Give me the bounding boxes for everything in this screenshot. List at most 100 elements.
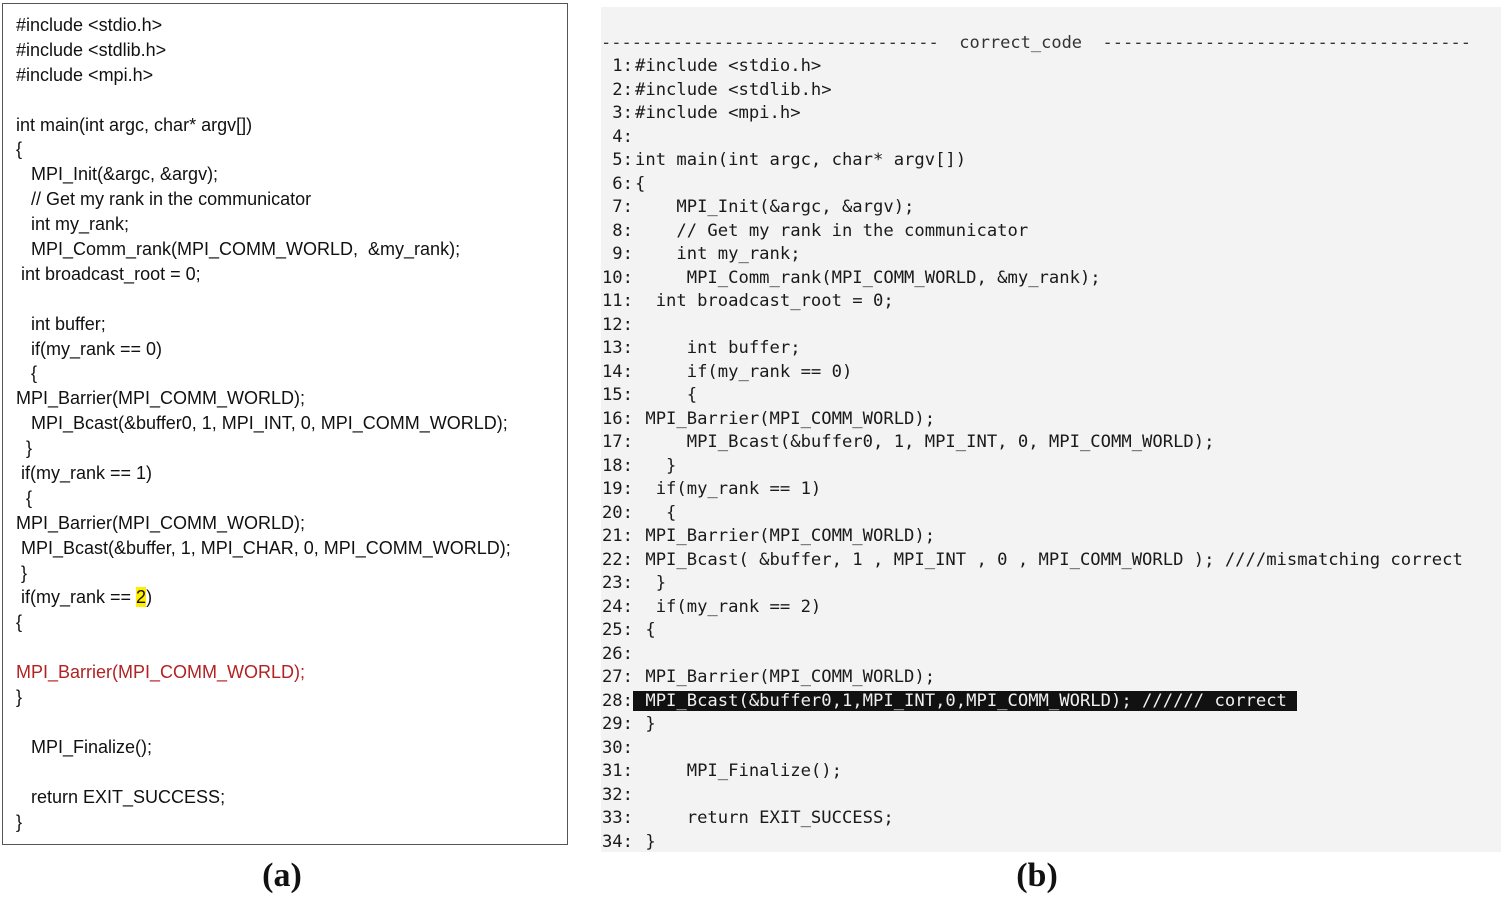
code-line-a: MPI_Barrier(MPI_COMM_WORLD); (16, 388, 306, 409)
code-line-a: int my_rank; (16, 214, 130, 235)
code-text: } (635, 455, 677, 476)
line-number: 25: (601, 620, 633, 640)
code-text: MPI_Init(&argc, &argv); (635, 197, 915, 217)
code-listing-b: 1:#include <stdio.h>2:#include <stdlib.h… (601, 55, 1463, 852)
code-line-b: 16: MPI_Barrier(MPI_COMM_WORLD); (601, 408, 1463, 432)
line-number: 24: (601, 596, 633, 617)
code-line-b: 8: // Get my rank in the communicator (601, 220, 1463, 244)
code-text: int broadcast_root = 0; (635, 291, 894, 311)
line-number: 12: (601, 314, 633, 335)
code-text: MPI_Bcast(&buffer0, 1, MPI_INT, 0, MPI_C… (635, 432, 1215, 452)
code-line-b: 24: if(my_rank == 2) (601, 596, 1463, 620)
code-line-b: 31: MPI_Finalize(); (601, 760, 1463, 784)
caption-a: (a) (262, 857, 302, 894)
line-number: 14: (601, 361, 633, 382)
panel-a-code-box: #include <stdio.h> #include <stdlib.h> #in… (2, 3, 568, 845)
code-text (633, 644, 635, 664)
line-number: 19: (601, 479, 633, 499)
line-number: 23: (601, 573, 633, 593)
code-line-a: MPI_Bcast(&buffer0, 1, MPI_INT, 0, MPI_C… (16, 413, 508, 434)
code-line-b: 3:#include <mpi.h> (601, 102, 1463, 126)
code-text: if(my_rank == 0) (635, 361, 853, 382)
code-line-b: 32: (601, 784, 1463, 808)
code-text (633, 738, 635, 758)
line-number: 17: (601, 432, 633, 452)
code-line-b: 6:{ (601, 173, 1463, 197)
code-line-a: { (16, 612, 23, 633)
code-line-a (16, 88, 511, 113)
line-number: 21: (601, 526, 633, 546)
code-text: MPI_Barrier(MPI_COMM_WORLD); (635, 667, 936, 687)
code-line-a: return EXIT_SUCCESS; (16, 786, 226, 807)
code-line-a: { (16, 487, 33, 508)
code-line-a: int broadcast_root = 0; (16, 263, 201, 284)
line-number: 2: (612, 79, 633, 100)
code-line-b: 19: if(my_rank == 1) (601, 478, 1463, 502)
code-text: } (635, 831, 656, 852)
line-number: 9: (612, 244, 633, 264)
code-line-a (16, 760, 511, 785)
code-text: // Get my rank in the communicator (635, 220, 1029, 241)
line-number: 20: (601, 502, 633, 523)
code-text: int main(int argc, char* argv[]) (635, 150, 967, 170)
code-line-a: } (16, 562, 28, 583)
code-text: { (635, 620, 656, 640)
code-line-a: { (16, 363, 38, 384)
code-line-a (16, 710, 511, 735)
code-text (633, 127, 635, 147)
code-text: { (635, 173, 646, 194)
code-text: if(my_rank == 1) (635, 479, 822, 499)
code-text: return EXIT_SUCCESS; (635, 808, 894, 828)
line-number: 18: (601, 455, 633, 476)
code-line-a: { (16, 139, 23, 160)
code-line-b: 7: MPI_Init(&argc, &argv); (601, 196, 1463, 220)
line-number: 34: (601, 831, 633, 852)
code-line-a: int buffer; (16, 313, 106, 334)
code-line-b: 25: { (601, 619, 1463, 643)
line-number: 8: (612, 220, 633, 241)
line-number: 32: (601, 784, 633, 805)
code-line-b: 1:#include <stdio.h> (601, 55, 1463, 79)
code-text: MPI_Barrier(MPI_COMM_WORLD); (635, 526, 936, 546)
line-number: 6: (612, 173, 633, 194)
line-number: 13: (601, 338, 633, 358)
code-line-a: if(my_rank == 1) (16, 463, 153, 484)
code-line-b: 12: (601, 314, 1463, 338)
code-text: #include <stdlib.h> (635, 79, 832, 100)
code-line-b: 2:#include <stdlib.h> (601, 79, 1463, 103)
line-number: 11: (601, 291, 633, 311)
code-line-b: 9: int my_rank; (601, 243, 1463, 267)
code-line-a (16, 287, 511, 312)
line-number: 16: (601, 408, 633, 429)
code-line-a: MPI_Barrier(MPI_COMM_WORLD); (16, 512, 306, 533)
line-number: 4: (612, 126, 633, 147)
code-text: { (635, 502, 677, 523)
code-line-a: #include <stdio.h> (16, 15, 163, 35)
line-number: 15: (601, 385, 633, 405)
code-line-a: } (16, 687, 23, 708)
code-line-b: 20: { (601, 502, 1463, 526)
code-text: ) (146, 587, 153, 608)
code-line-a: MPI_Comm_rank(MPI_COMM_WORLD, &my_rank); (16, 239, 461, 260)
highlighted-correct-line: MPI_Bcast(&buffer0,1,MPI_INT,0,MPI_COMM_… (633, 690, 1298, 711)
code-line-b: 11: int broadcast_root = 0; (601, 290, 1463, 314)
line-number: 22: (601, 549, 633, 570)
code-line-b: 28: MPI_Bcast(&buffer0,1,MPI_INT,0,MPI_C… (601, 690, 1463, 714)
code-listing-a: #include <stdio.h> #include <stdlib.h> #in… (16, 13, 511, 834)
code-text: if(my_rank == 2) (635, 596, 822, 617)
panel-b-code-box: --------------------------------- correc… (601, 7, 1501, 852)
code-line-b: 29: } (601, 713, 1463, 737)
code-text: } (635, 573, 667, 593)
code-line-a: MPI_Init(&argc, &argv); (16, 164, 219, 185)
code-line-a: #include <mpi.h> (16, 64, 154, 85)
code-line-b: 13: int buffer; (601, 337, 1463, 361)
code-line-b: 22: MPI_Bcast( &buffer, 1 , MPI_INT , 0 … (601, 549, 1463, 573)
code-line-a: if(my_rank == 2) (16, 585, 511, 610)
code-line-b: 18: } (601, 455, 1463, 479)
code-line-b: 21: MPI_Barrier(MPI_COMM_WORLD); (601, 525, 1463, 549)
line-number: 27: (601, 667, 633, 687)
code-text: MPI_Finalize(); (635, 761, 842, 781)
code-text: int my_rank; (635, 244, 801, 264)
code-line-b: 26: (601, 643, 1463, 667)
code-line-a: #include <stdlib.h> (16, 39, 167, 60)
